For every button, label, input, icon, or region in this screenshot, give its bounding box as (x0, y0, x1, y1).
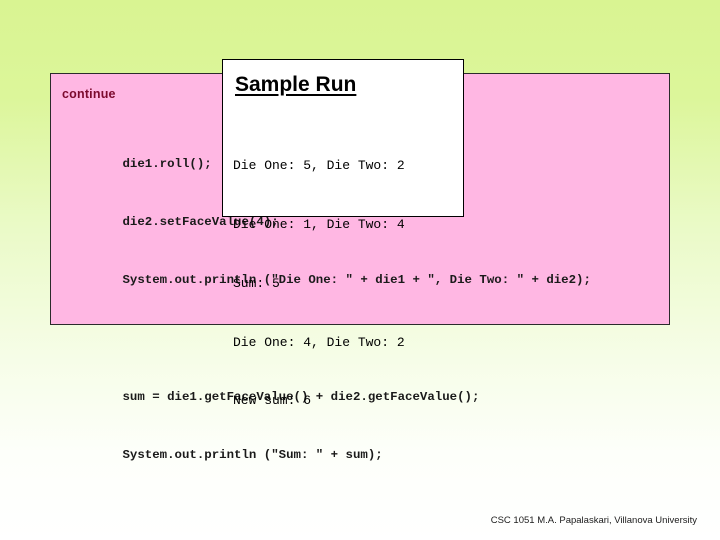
continue-heading: continue (62, 87, 116, 101)
output-line: Die One: 4, Die Two: 2 (233, 334, 405, 350)
code-listing: die1.roll(); die2.setFaceValue(4); Syste… (51, 116, 669, 540)
code-line: sum = die1.getFaceValue() + die2.getFace… (63, 389, 480, 404)
sample-run-title: Sample Run (235, 73, 357, 96)
sample-run-panel: Sample Run Die One: 5, Die Two: 2 Die On… (222, 59, 464, 408)
output-line: Die One: 1, Die Two: 4 (233, 216, 405, 232)
sample-run-output: Die One: 5, Die Two: 2 Die One: 1, Die T… (233, 117, 405, 450)
output-line: Die One: 5, Die Two: 2 (233, 158, 405, 174)
output-line: Sum: 5 (233, 275, 280, 291)
code-line: die2.setFaceValue(4); (63, 215, 279, 230)
slide-footer: CSC 1051 M.A. Papalaskari, Villanova Uni… (490, 515, 697, 526)
code-line: System.out.println ("Die One: " + die1 +… (63, 273, 591, 288)
code-line: System.out.println ("Sum: " + sum); (63, 447, 383, 462)
output-line: New sum: 6 (233, 393, 312, 409)
code-line: die1.roll(); (63, 156, 212, 171)
